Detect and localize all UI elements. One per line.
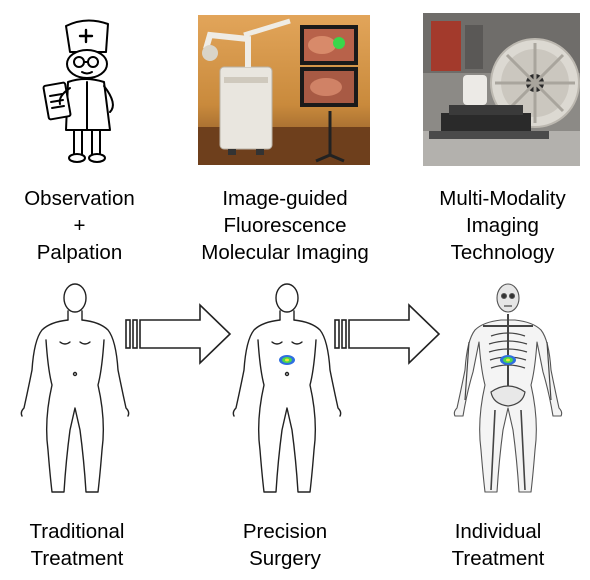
arrow-right [125,303,232,365]
doctor-cartoon [42,19,114,163]
body-outline-plain [20,283,130,493]
tumor-marker [500,355,516,365]
caption-traditional-treatment: Traditional Treatment [29,520,125,570]
caption-multi-modality-imaging: Multi-Modality Imaging Technology [439,187,566,264]
fluorescence-imaging-system-photo [198,15,370,165]
multi-modality-scanner-photo [423,13,580,166]
caption-precision-surgery: Precision Surgery [242,520,328,570]
tumor-marker [279,355,295,365]
body-outline-with-tumor [232,283,342,493]
caption-image-guided-fluorescence: Image-guided Fluorescence Molecular Imag… [201,187,369,264]
arrow-right [334,303,441,365]
caption-individual-treatment: Individual Treatment [451,520,545,570]
caption-observation: Observation + Palpation [24,187,135,264]
body-skeleton-with-tumor [453,283,563,493]
